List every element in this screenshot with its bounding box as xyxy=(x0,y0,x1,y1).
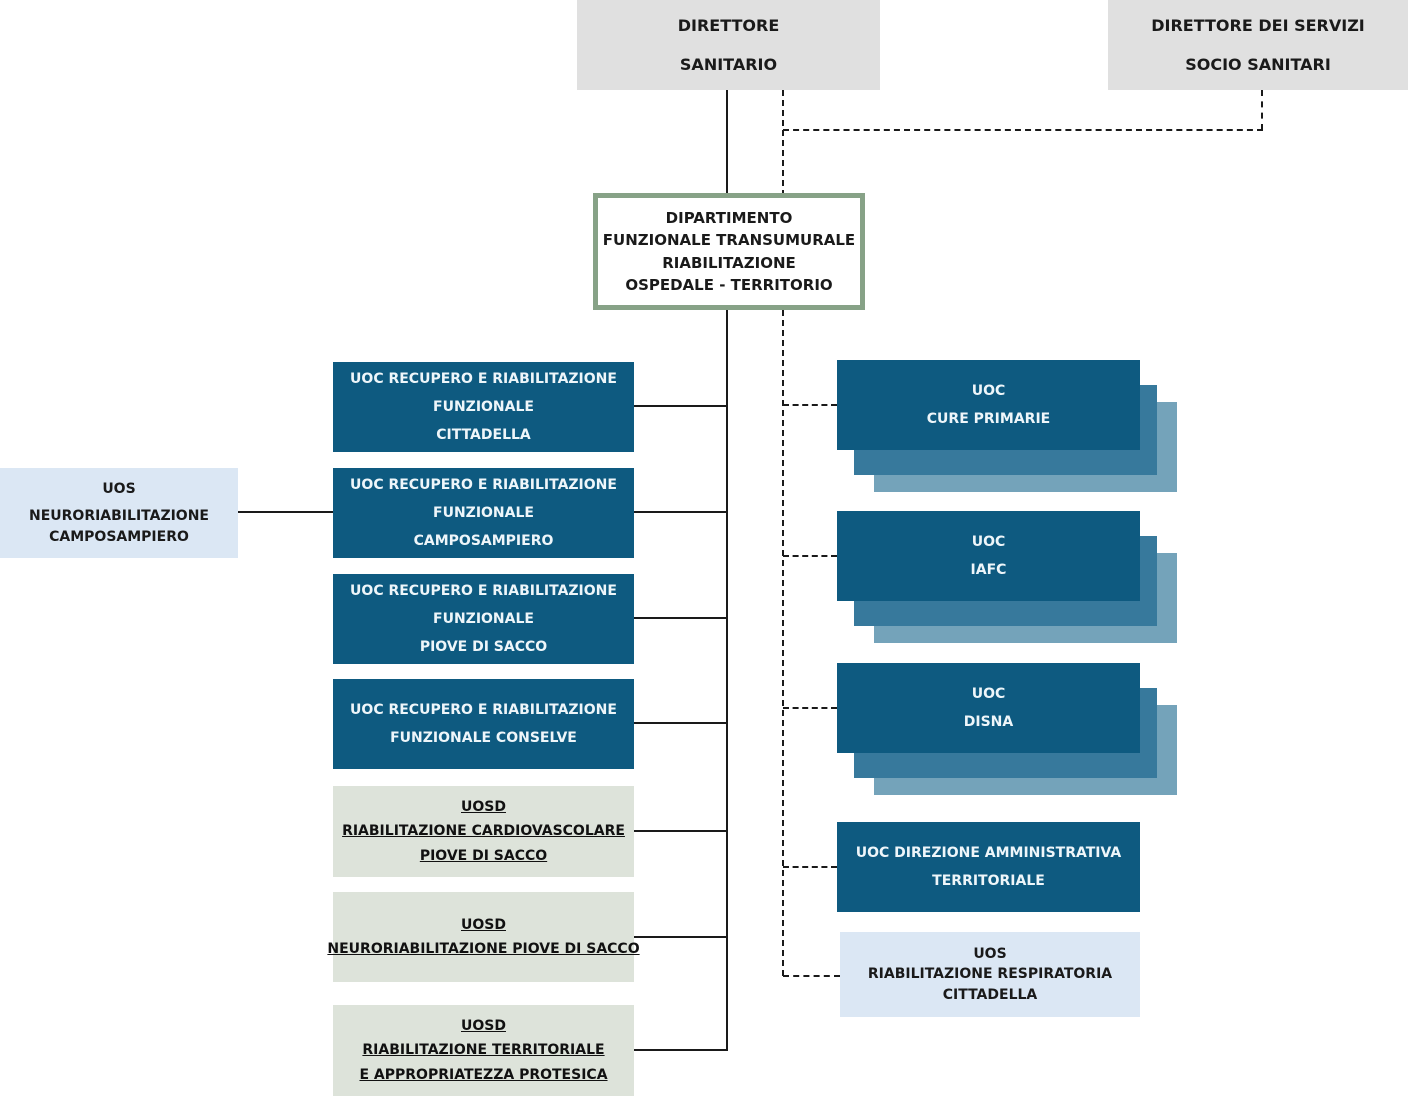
node-line: UOC RECUPERO E RIABILITAZIONE xyxy=(350,371,617,387)
node-uoc-cure-primarie: UOC CURE PRIMARIE xyxy=(837,360,1140,450)
node-line: UOS xyxy=(973,946,1007,963)
connector-servizi-horizontal xyxy=(783,129,1263,131)
connector-branch-piove xyxy=(634,617,727,619)
node-uoc-disna: UOC DISNA xyxy=(837,663,1140,753)
node-uoc-riabilitazione-piove-di-sacco: UOC RECUPERO E RIABILITAZIONE FUNZIONALE… xyxy=(333,574,634,664)
node-line: OSPEDALE - TERRITORIO xyxy=(625,276,833,294)
connector-servizi-trunk xyxy=(782,90,784,976)
node-line: NEURORIABILITAZIONE PIOVE DI SACCO xyxy=(327,941,640,957)
node-uoc-riabilitazione-conselve: UOC RECUPERO E RIABILITAZIONE FUNZIONALE… xyxy=(333,679,634,769)
connector-branch-uosd-neuro xyxy=(634,936,727,938)
node-line: FUNZIONALE TRANSUMURALE xyxy=(602,231,856,249)
node-line: PIOVE DI SACCO xyxy=(419,639,548,655)
node-line: UOC RECUPERO E RIABILITAZIONE xyxy=(350,477,617,493)
node-line: CAMPOSAMPIERO xyxy=(49,528,189,545)
node-uosd-neuroriabilitazione-piove: UOSD NEURORIABILITAZIONE PIOVE DI SACCO xyxy=(327,892,640,982)
connector-sanitario-to-dept xyxy=(726,90,728,193)
node-dipartimento-funzionale: DIPARTIMENTO FUNZIONALE TRANSUMURALE RIA… xyxy=(593,193,865,310)
node-line: CITTADELLA xyxy=(942,986,1038,1003)
connector-branch-camposampiero xyxy=(634,511,727,513)
node-uosd-riabilitazione-territoriale: UOSD RIABILITAZIONE TERRITORIALE E APPRO… xyxy=(333,1005,634,1096)
node-line: CITTADELLA xyxy=(436,427,531,443)
node-direttore-sanitario: DIRETTORE SANITARIO xyxy=(577,0,880,90)
node-line: UOC DIREZIONE AMMINISTRATIVA xyxy=(855,845,1122,861)
node-line: RIABILITAZIONE CARDIOVASCOLARE xyxy=(342,823,625,840)
node-line: CAMPOSAMPIERO xyxy=(413,533,554,549)
node-line: E APPROPRIATEZZA PROTESICA xyxy=(359,1066,608,1083)
connector-branch-cittadella xyxy=(634,405,727,407)
node-direttore-servizi-socio-sanitari: DIRETTORE DEI SERVIZI SOCIO SANITARI xyxy=(1108,0,1408,90)
node-uoc-riabilitazione-cittadella: UOC RECUPERO E RIABILITAZIONE FUNZIONALE… xyxy=(333,362,634,452)
node-line: SANITARIO xyxy=(679,55,778,74)
node-line: UOSD xyxy=(461,1017,506,1034)
node-line: FUNZIONALE xyxy=(433,611,534,627)
connector-branch-uosd-cardio xyxy=(634,830,727,832)
node-uosd-riabilitazione-cardiovascolare: UOSD RIABILITAZIONE CARDIOVASCOLARE PIOV… xyxy=(333,786,634,877)
node-line: DISNA xyxy=(963,714,1014,730)
connector-dept-trunk xyxy=(726,310,728,1051)
connector-branch-disna xyxy=(783,707,837,709)
node-line: FUNZIONALE xyxy=(433,399,534,415)
node-line: CURE PRIMARIE xyxy=(926,411,1051,427)
node-line: RIABILITAZIONE xyxy=(662,253,796,272)
node-line: TERRITORIALE xyxy=(932,873,1045,889)
connector-branch-uos-respiratoria xyxy=(783,975,840,977)
node-uoc-iafc: UOC IAFC xyxy=(837,511,1140,601)
node-uos-neuroriabilitazione-camposampiero: UOS NEURORIABILITAZIONE CAMPOSAMPIERO xyxy=(0,468,238,558)
node-line: FUNZIONALE CONSELVE xyxy=(390,730,577,746)
node-uoc-riabilitazione-camposampiero: UOC RECUPERO E RIABILITAZIONE FUNZIONALE… xyxy=(333,468,634,558)
node-line: UOSD xyxy=(461,798,506,815)
connector-branch-uos-neuro-campo xyxy=(238,511,333,513)
node-line: PIOVE DI SACCO xyxy=(419,847,548,864)
node-line: UOC xyxy=(971,383,1006,399)
connector-branch-iafc xyxy=(783,555,837,557)
node-line: UOC RECUPERO E RIABILITAZIONE xyxy=(350,702,617,718)
node-line: DIRETTORE DEI SERVIZI xyxy=(1151,15,1365,35)
node-line: RIABILITAZIONE TERRITORIALE xyxy=(362,1042,605,1059)
node-line: UOS xyxy=(102,481,136,498)
connector-branch-conselve xyxy=(634,722,727,724)
node-line: DIPARTIMENTO xyxy=(665,208,793,227)
node-line: UOC RECUPERO E RIABILITAZIONE xyxy=(350,583,617,599)
node-line: NEURORIABILITAZIONE xyxy=(28,508,209,525)
node-line: SOCIO SANITARI xyxy=(1185,55,1331,74)
connector-servizi-drop xyxy=(1261,90,1263,130)
node-line: IAFC xyxy=(970,562,1007,578)
node-line: UOC xyxy=(971,534,1006,550)
node-line: UOSD xyxy=(461,916,506,933)
connector-branch-cure-primarie xyxy=(783,404,837,406)
node-line: DIRETTORE xyxy=(677,15,780,35)
node-line: RIABILITAZIONE RESPIRATORIA xyxy=(867,966,1113,983)
node-uos-riabilitazione-respiratoria: UOS RIABILITAZIONE RESPIRATORIA CITTADEL… xyxy=(840,932,1140,1017)
connector-branch-direzione-amm xyxy=(783,866,837,868)
node-line: FUNZIONALE xyxy=(433,505,534,521)
node-line: UOC xyxy=(971,686,1006,702)
node-uoc-direzione-amministrativa: UOC DIREZIONE AMMINISTRATIVA TERRITORIAL… xyxy=(837,822,1140,912)
connector-branch-uosd-territoriale xyxy=(634,1049,727,1051)
